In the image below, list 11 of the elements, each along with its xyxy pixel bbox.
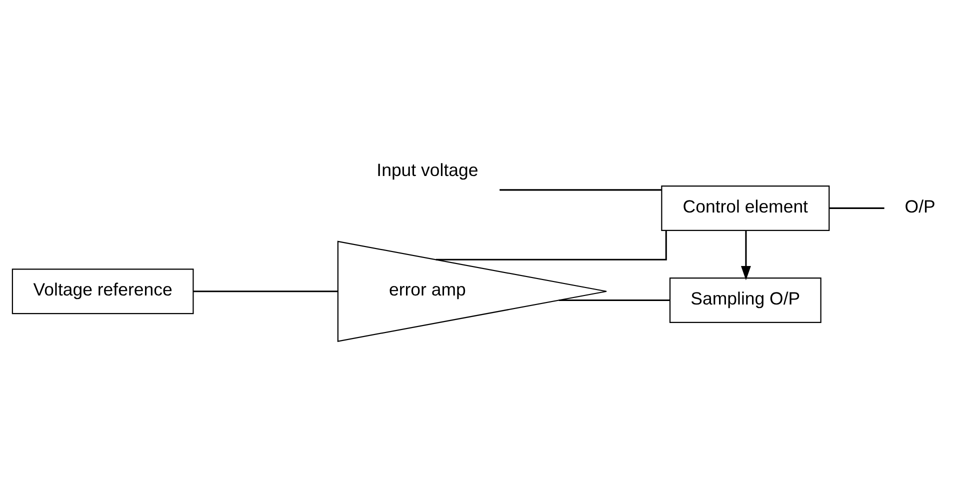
connector xyxy=(193,290,338,292)
connector xyxy=(829,206,884,208)
connector xyxy=(436,230,667,260)
node-box: Sampling O/P xyxy=(669,277,822,322)
connector xyxy=(558,298,670,301)
node-box: Voltage reference xyxy=(12,268,194,314)
node-text: O/P xyxy=(904,196,936,216)
node-text: Input voltage xyxy=(376,159,478,180)
node-box: Control element xyxy=(661,184,830,230)
connector xyxy=(500,188,662,190)
arrow xyxy=(740,230,751,280)
